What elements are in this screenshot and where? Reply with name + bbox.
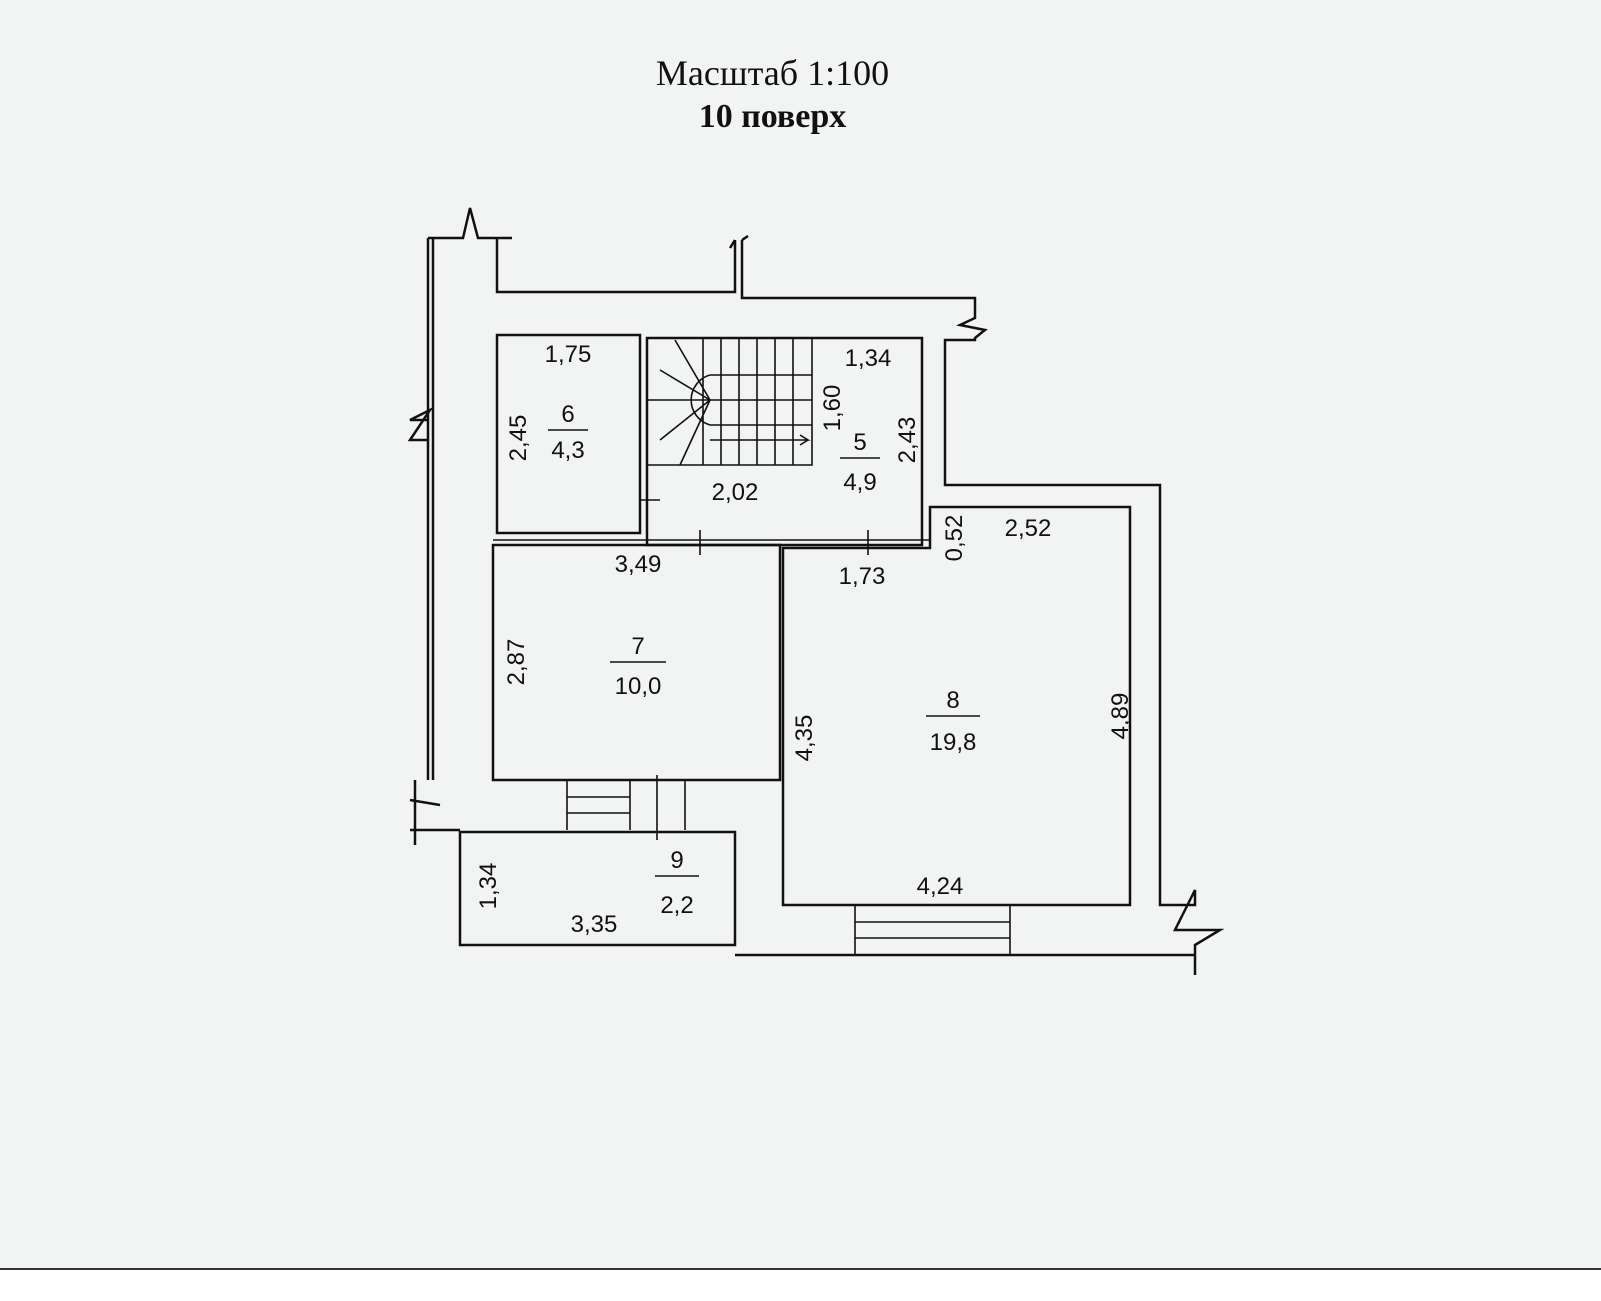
room-6 xyxy=(495,333,642,535)
dim-r7-height: 2,87 xyxy=(503,639,530,686)
room-labels: 6 4,3 5 4,9 7 10,0 8 19,8 9 2,2 xyxy=(548,401,980,919)
room-5-area: 4,9 xyxy=(843,469,876,496)
room-5-number: 5 xyxy=(853,429,866,456)
room-8 xyxy=(781,505,1132,907)
dim-r5-stair: 1,60 xyxy=(819,385,846,432)
page-bottom-edge xyxy=(0,1268,1601,1301)
floor-label: 10 поверх xyxy=(698,98,847,135)
outer-walls xyxy=(407,207,1225,975)
dim-r8-left: 4,35 xyxy=(791,715,818,762)
dim-r6-width: 1,75 xyxy=(545,341,592,368)
room-7-area: 10,0 xyxy=(615,673,662,700)
room-6-area: 4,3 xyxy=(551,437,584,464)
room-8-area: 19,8 xyxy=(930,729,977,756)
dimension-labels: 1,75 2,45 1,34 1,60 2,43 2,02 3,49 2,87 … xyxy=(475,341,1134,938)
dim-r5-width-bottom: 2,02 xyxy=(712,479,759,506)
room-8-number: 8 xyxy=(946,687,959,714)
dim-r8-door: 1,73 xyxy=(839,563,886,590)
dim-r5-height: 2,43 xyxy=(894,417,921,464)
dim-r7-width: 3,49 xyxy=(615,551,662,578)
room-6-number: 6 xyxy=(561,401,574,428)
room-7-number: 7 xyxy=(631,633,644,660)
room-9 xyxy=(458,830,737,947)
dim-r9-height: 1,34 xyxy=(475,863,502,910)
dim-r5-width-top: 1,34 xyxy=(845,345,892,372)
room-5 xyxy=(640,336,924,547)
entry-steps xyxy=(566,780,1011,955)
room-9-number: 9 xyxy=(670,847,683,874)
dim-r8-width-top: 2,52 xyxy=(1005,515,1052,542)
dim-r6-height: 2,45 xyxy=(505,415,532,462)
dim-r8-right: 4,89 xyxy=(1107,693,1134,740)
dim-r9-width: 3,35 xyxy=(571,911,618,938)
dim-r8-niche: 0,52 xyxy=(941,515,968,562)
room-9-area: 2,2 xyxy=(660,892,693,919)
dim-r8-width-bottom: 4,24 xyxy=(917,873,964,900)
scale-label: Масштаб 1:100 xyxy=(655,53,890,93)
room-7 xyxy=(491,530,930,840)
